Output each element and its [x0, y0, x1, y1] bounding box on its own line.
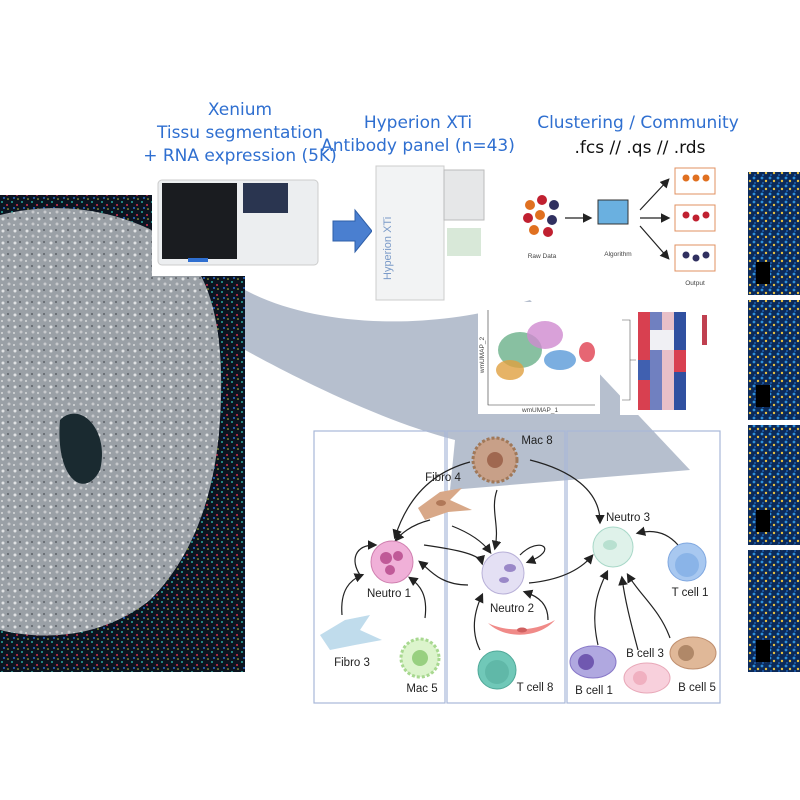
label-mac-5: Mac 5	[406, 683, 437, 695]
clustering-illustration: Raw Data Algorithm Output	[508, 165, 745, 300]
cell-t-cell-1	[667, 542, 707, 582]
label-fibro-3: Fibro 3	[334, 657, 370, 669]
community-box-1	[313, 430, 446, 704]
label-neutro-2: Neutro 2	[490, 603, 534, 615]
algorithm-label: Algorithm	[604, 251, 631, 258]
hyperion-instrument-image: Hyperion XTi	[372, 160, 490, 302]
label-fibro-4: Fibro 4	[425, 472, 461, 484]
cell-endothelial	[488, 620, 555, 635]
blue-arrow	[332, 208, 373, 254]
community-box-3	[566, 430, 721, 704]
hyperion-title-1: Hyperion XTi	[364, 113, 472, 133]
cell-b-cell-3	[623, 662, 671, 694]
community-box-2	[446, 430, 566, 704]
label-b-cell-5: B cell 5	[678, 682, 716, 694]
xenium-instrument-image	[152, 166, 332, 276]
interaction-arrows	[341, 459, 679, 651]
cell-fibro-4	[418, 488, 472, 520]
xenium-title-3: + RNA expression (5K)	[143, 146, 337, 166]
umap-ylabel: wmUMAP_2	[479, 337, 486, 375]
funnel-arrow	[245, 290, 690, 490]
heatmap	[620, 305, 720, 415]
label-neutro-1: Neutro 1	[367, 588, 411, 600]
cell-b-cell-1	[569, 645, 617, 679]
cell-mac-5	[399, 637, 441, 679]
cell-mac-8	[471, 436, 519, 484]
hyperion-title-2: Antibody panel (n=43)	[321, 136, 515, 156]
cell-neutro-3	[592, 526, 634, 568]
xenium-title-2: Tissu segmentation	[156, 123, 323, 143]
cell-neutro-2	[481, 551, 525, 595]
label-neutro-3: Neutro 3	[606, 512, 650, 524]
cell-t-cell-8	[477, 650, 517, 690]
hyperion-device-label: Hyperion XTi	[382, 217, 394, 280]
label-b-cell-1: B cell 1	[575, 685, 613, 697]
cell-fibro-3	[320, 615, 382, 650]
cell-b-cell-5	[669, 636, 717, 670]
cell-neutro-1	[370, 540, 414, 584]
label-t-cell-8: T cell 8	[517, 682, 554, 694]
label-t-cell-1: T cell 1	[672, 587, 709, 599]
clustering-title: Clustering / Community	[537, 113, 739, 133]
xenium-title-1: Xenium	[208, 100, 272, 120]
raw-data-label: Raw Data	[528, 253, 557, 260]
imc-image-strip	[748, 172, 800, 672]
umap-xlabel: wmUMAP_1	[521, 407, 559, 414]
label-b-cell-3: B cell 3	[626, 648, 664, 660]
label-mac-8: Mac 8	[521, 435, 552, 447]
output-label: Output	[685, 280, 705, 287]
file-formats: .fcs // .qs // .rds	[575, 138, 706, 158]
umap-plot: wmUMAP_1 wmUMAP_2	[478, 302, 600, 414]
